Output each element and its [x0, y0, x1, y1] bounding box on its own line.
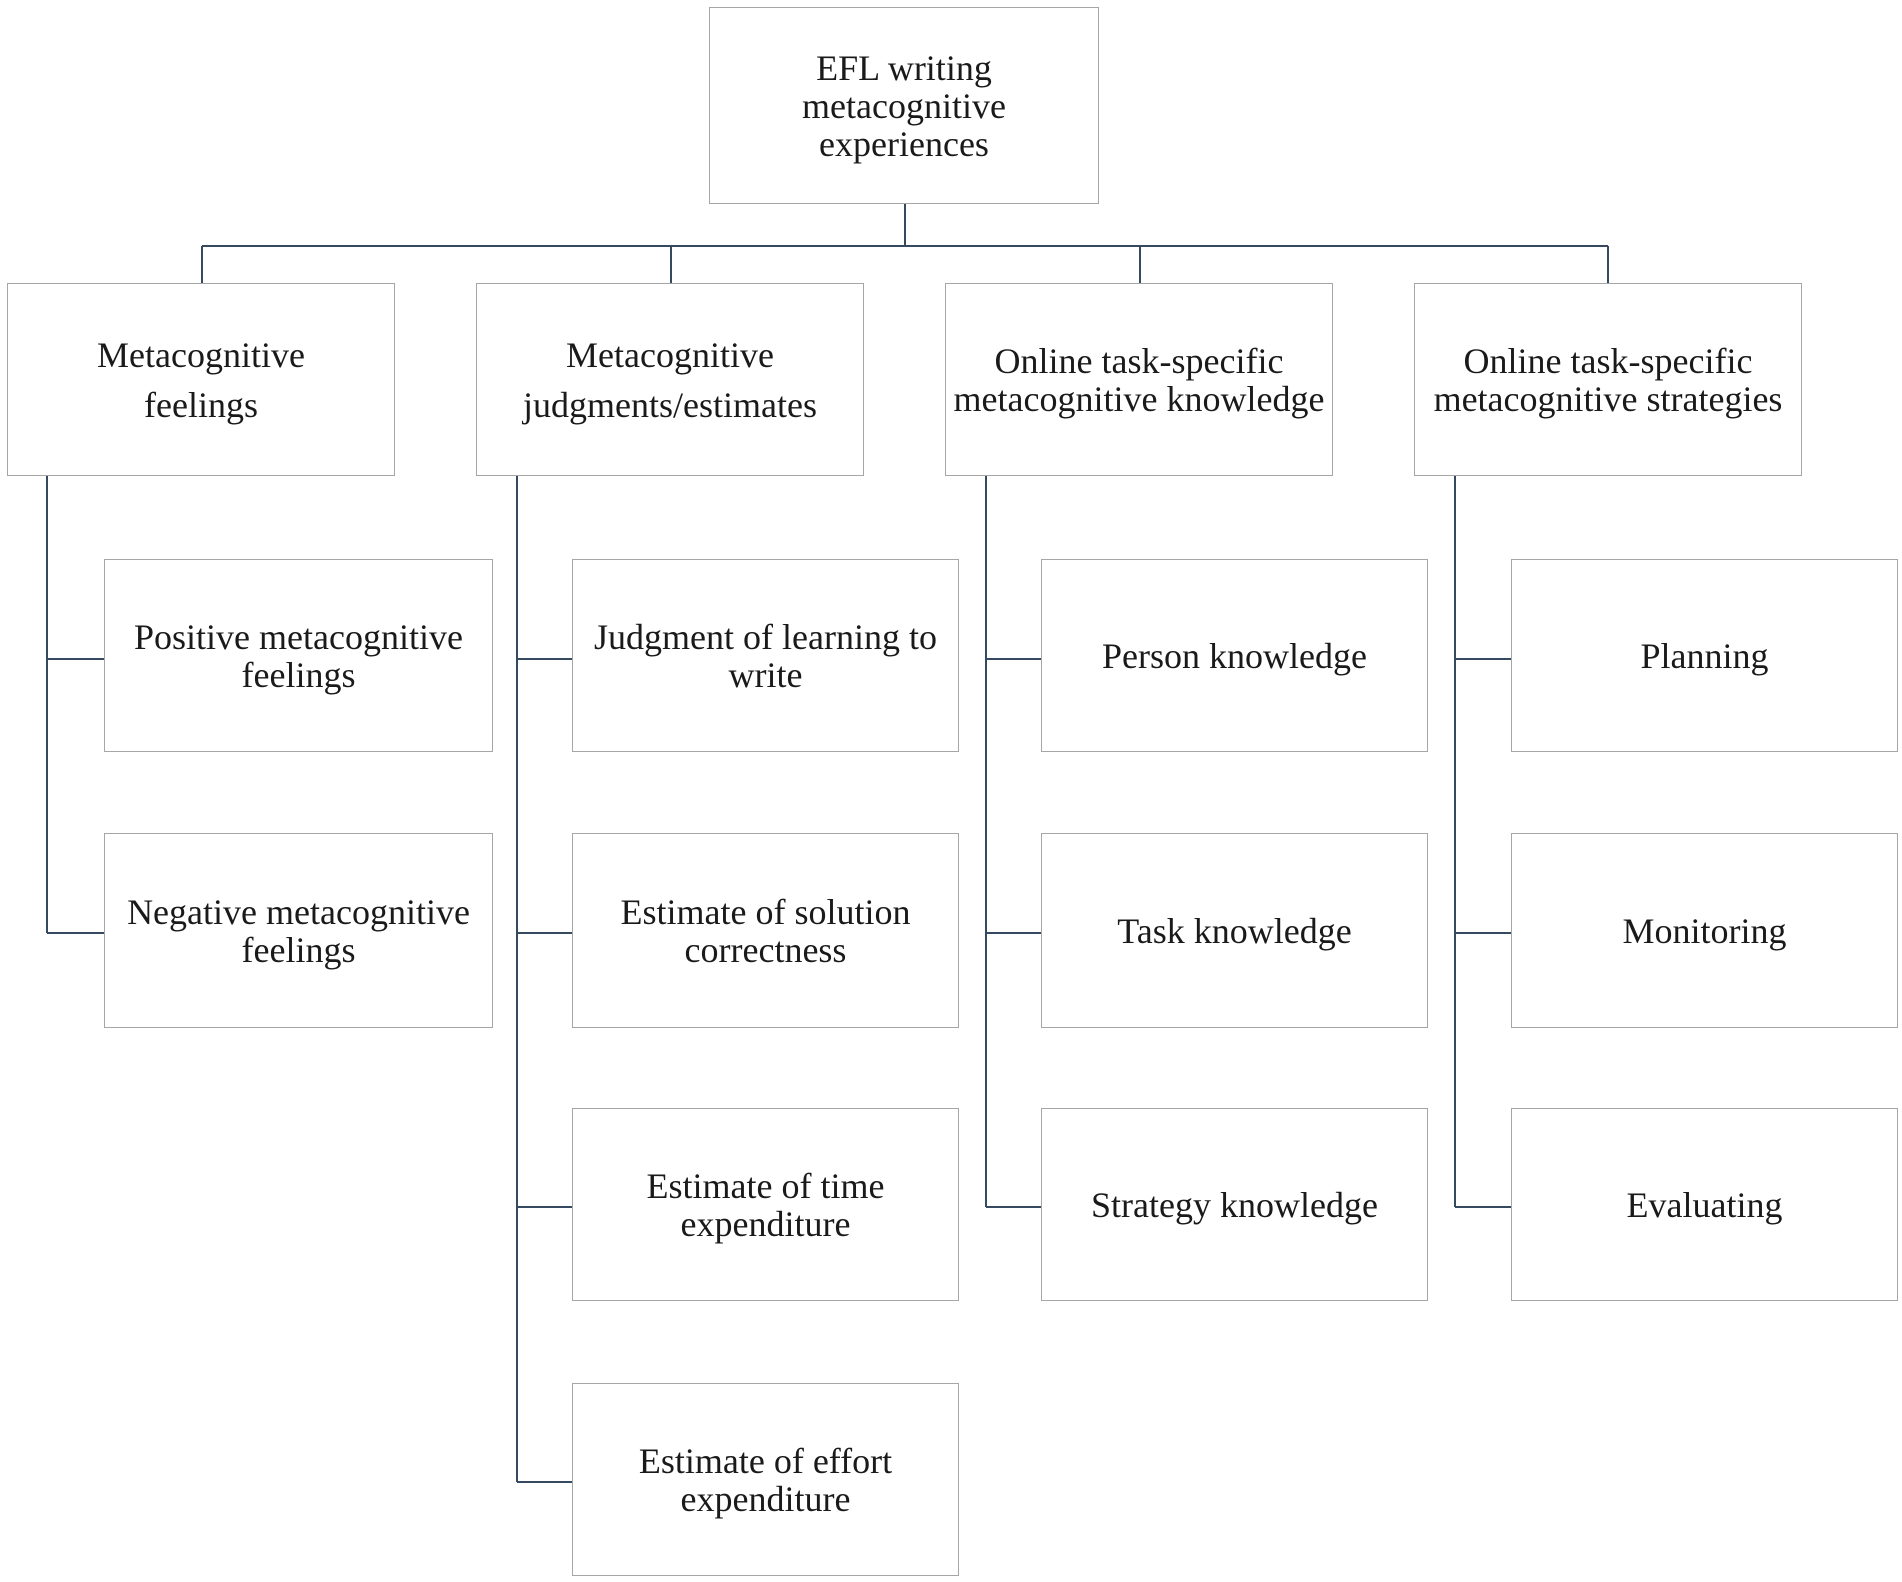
category-metacognitive-feelings: Metacognitive feelings: [7, 283, 395, 476]
leaf-planning: Planning: [1511, 559, 1898, 752]
leaf-label: Person knowledge: [1102, 635, 1367, 676]
root-label: EFL writing metacognitive experiences: [802, 47, 1006, 164]
category-metacognitive-strategies: Online task-specific metacognitive strat…: [1414, 283, 1802, 476]
leaf-judgment-of-learning: Judgment of learning to write: [572, 559, 959, 752]
leaf-monitoring: Monitoring: [1511, 833, 1898, 1028]
category-label: Metacognitive feelings: [97, 334, 305, 425]
leaf-label: Evaluating: [1626, 1184, 1783, 1225]
leaf-strategy-knowledge: Strategy knowledge: [1041, 1108, 1428, 1301]
category-judgments-estimates: Metacognitive judgments/estimates: [476, 283, 864, 476]
leaf-label: Estimate of effort expenditure: [638, 1440, 893, 1519]
leaf-effort-expenditure: Estimate of effort expenditure: [572, 1383, 959, 1576]
category-2-connector: [516, 476, 572, 1483]
leaf-label: Task knowledge: [1117, 910, 1352, 951]
leaf-label: Judgment of learning to write: [594, 616, 937, 695]
root-connector: [201, 204, 1609, 283]
category-4-connector: [1454, 476, 1511, 1208]
leaf-label: Estimate of solution correctness: [620, 891, 911, 970]
root-node: EFL writing metacognitive experiences: [709, 7, 1099, 204]
category-3-connector: [985, 476, 1041, 1208]
leaf-label: Estimate of time expenditure: [646, 1165, 885, 1244]
category-metacognitive-knowledge: Online task-specific metacognitive knowl…: [945, 283, 1333, 476]
leaf-task-knowledge: Task knowledge: [1041, 833, 1428, 1028]
category-label: Online task-specific metacognitive knowl…: [953, 340, 1325, 419]
leaf-label: Monitoring: [1622, 910, 1787, 951]
leaf-negative-feelings: Negative metacognitive feelings: [104, 833, 493, 1028]
leaf-solution-correctness: Estimate of solution correctness: [572, 833, 959, 1028]
leaf-person-knowledge: Person knowledge: [1041, 559, 1428, 752]
leaf-label: Planning: [1640, 635, 1769, 676]
leaf-evaluating: Evaluating: [1511, 1108, 1898, 1301]
leaf-time-expenditure: Estimate of time expenditure: [572, 1108, 959, 1301]
leaf-label: Negative metacognitive feelings: [127, 891, 470, 970]
leaf-label: Strategy knowledge: [1091, 1184, 1378, 1225]
leaf-positive-feelings: Positive metacognitive feelings: [104, 559, 493, 752]
category-label: Metacognitive judgments/estimates: [523, 334, 817, 425]
category-1-connector: [46, 476, 104, 934]
category-label: Online task-specific metacognitive strat…: [1433, 340, 1783, 419]
leaf-label: Positive metacognitive feelings: [134, 616, 463, 695]
